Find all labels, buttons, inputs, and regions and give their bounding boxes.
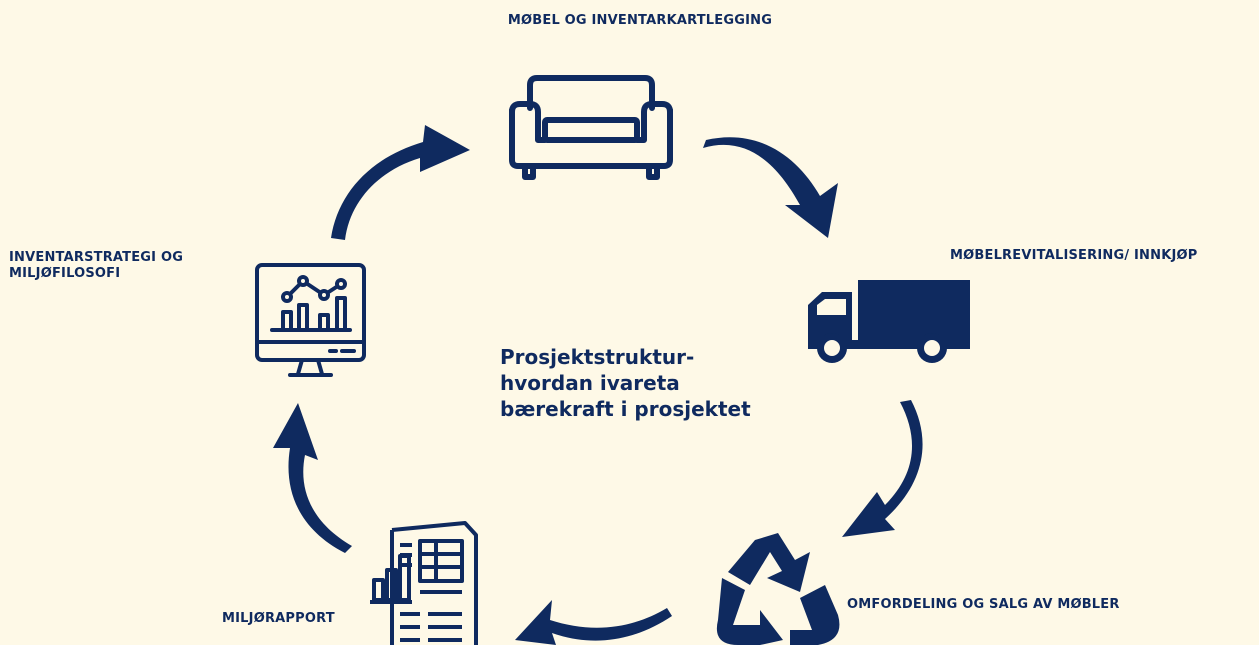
- arrow-redistribute-to-report-icon: [515, 600, 672, 645]
- center-title-line-2: hvordan ivareta: [500, 371, 680, 395]
- monitor-chart-icon: [255, 263, 366, 377]
- step-label-strategy-line-1: INVENTARSTRATEGI OG: [9, 250, 184, 265]
- recycle-icon: [716, 533, 840, 645]
- step-label-strategy: INVENTARSTRATEGI OG MILJØFILOSOFI: [9, 250, 239, 282]
- step-label-mapping: MØBEL OG INVENTARKARTLEGGING: [507, 13, 773, 28]
- report-document-icon: [370, 521, 478, 645]
- sofa-icon: [509, 75, 673, 180]
- arrow-report-to-strategy-icon: [273, 403, 352, 553]
- center-title: Prosjektstruktur- hvordan ivareta bærekr…: [500, 344, 790, 422]
- arrow-mapping-to-revitalize-icon: [703, 137, 838, 238]
- arrow-strategy-to-mapping-icon: [331, 125, 470, 240]
- truck-icon: [808, 280, 970, 363]
- step-label-redistribute: OMFORDELING OG SALG AV MØBLER: [847, 597, 1120, 612]
- center-title-line-3: bærekraft i prosjektet: [500, 397, 751, 421]
- arrow-revitalize-to-redistribute-icon: [842, 400, 923, 537]
- step-label-revitalize: MØBELREVITALISERING/ INNKJØP: [950, 248, 1198, 263]
- step-label-strategy-line-2: MILJØFILOSOFI: [9, 266, 121, 281]
- step-label-report: MILJØRAPPORT: [222, 611, 335, 626]
- center-title-line-1: Prosjektstruktur-: [500, 345, 695, 369]
